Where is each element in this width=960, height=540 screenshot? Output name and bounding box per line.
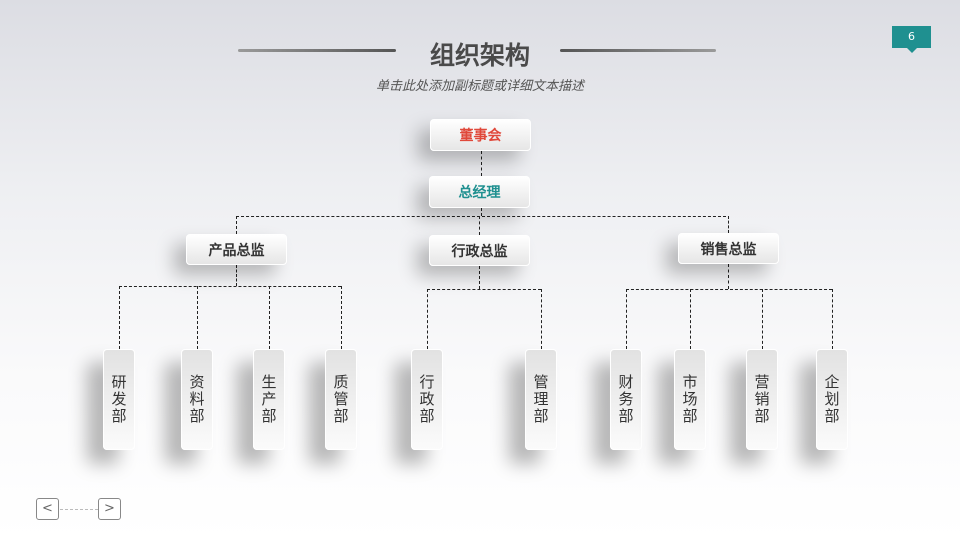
director-node[interactable]: 产品总监 <box>186 234 287 265</box>
connector-line <box>762 289 763 349</box>
title-decoration-left <box>238 49 396 52</box>
connector-line <box>479 216 480 235</box>
connector-line <box>236 216 237 234</box>
page-number-badge: 6 <box>892 26 931 53</box>
department-node[interactable]: 研发部 <box>103 349 135 450</box>
connector-line <box>626 289 832 290</box>
director-node[interactable]: 销售总监 <box>678 233 779 264</box>
next-slide-button[interactable]: > <box>98 498 121 520</box>
department-node[interactable]: 营销部 <box>746 349 778 450</box>
nav-divider <box>60 509 98 510</box>
department-node[interactable]: 行政部 <box>411 349 443 450</box>
connector-line <box>236 265 237 286</box>
title-decoration-right <box>560 49 716 52</box>
director-node[interactable]: 行政总监 <box>429 235 530 266</box>
department-node[interactable]: 企划部 <box>816 349 848 450</box>
connector-line <box>197 286 198 349</box>
subtitle[interactable]: 单击此处添加副标题或详细文本描述 <box>375 79 584 94</box>
connector-line <box>427 289 428 349</box>
department-node[interactable]: 财务部 <box>610 349 642 450</box>
general-manager-node[interactable]: 总经理 <box>429 176 530 208</box>
connector-line <box>541 289 542 349</box>
connector-line <box>236 216 726 217</box>
connector-line <box>479 266 480 289</box>
department-node[interactable]: 资料部 <box>181 349 213 450</box>
connector-line <box>341 286 342 349</box>
page-title: 组织架构 <box>429 41 530 70</box>
board-node[interactable]: 董事会 <box>430 119 531 151</box>
department-node[interactable]: 生产部 <box>253 349 285 450</box>
connector-line <box>481 151 482 176</box>
prev-slide-button[interactable]: < <box>36 498 59 520</box>
connector-line <box>269 286 270 349</box>
connector-line <box>119 286 341 287</box>
connector-line <box>626 289 627 349</box>
department-node[interactable]: 质管部 <box>325 349 357 450</box>
connector-line <box>728 216 729 233</box>
department-node[interactable]: 市场部 <box>674 349 706 450</box>
connector-line <box>728 264 729 289</box>
connector-line <box>119 286 120 349</box>
department-node[interactable]: 管理部 <box>525 349 557 450</box>
connector-line <box>481 208 482 216</box>
connector-line <box>832 289 833 349</box>
connector-line <box>690 289 691 349</box>
connector-line <box>427 289 541 290</box>
